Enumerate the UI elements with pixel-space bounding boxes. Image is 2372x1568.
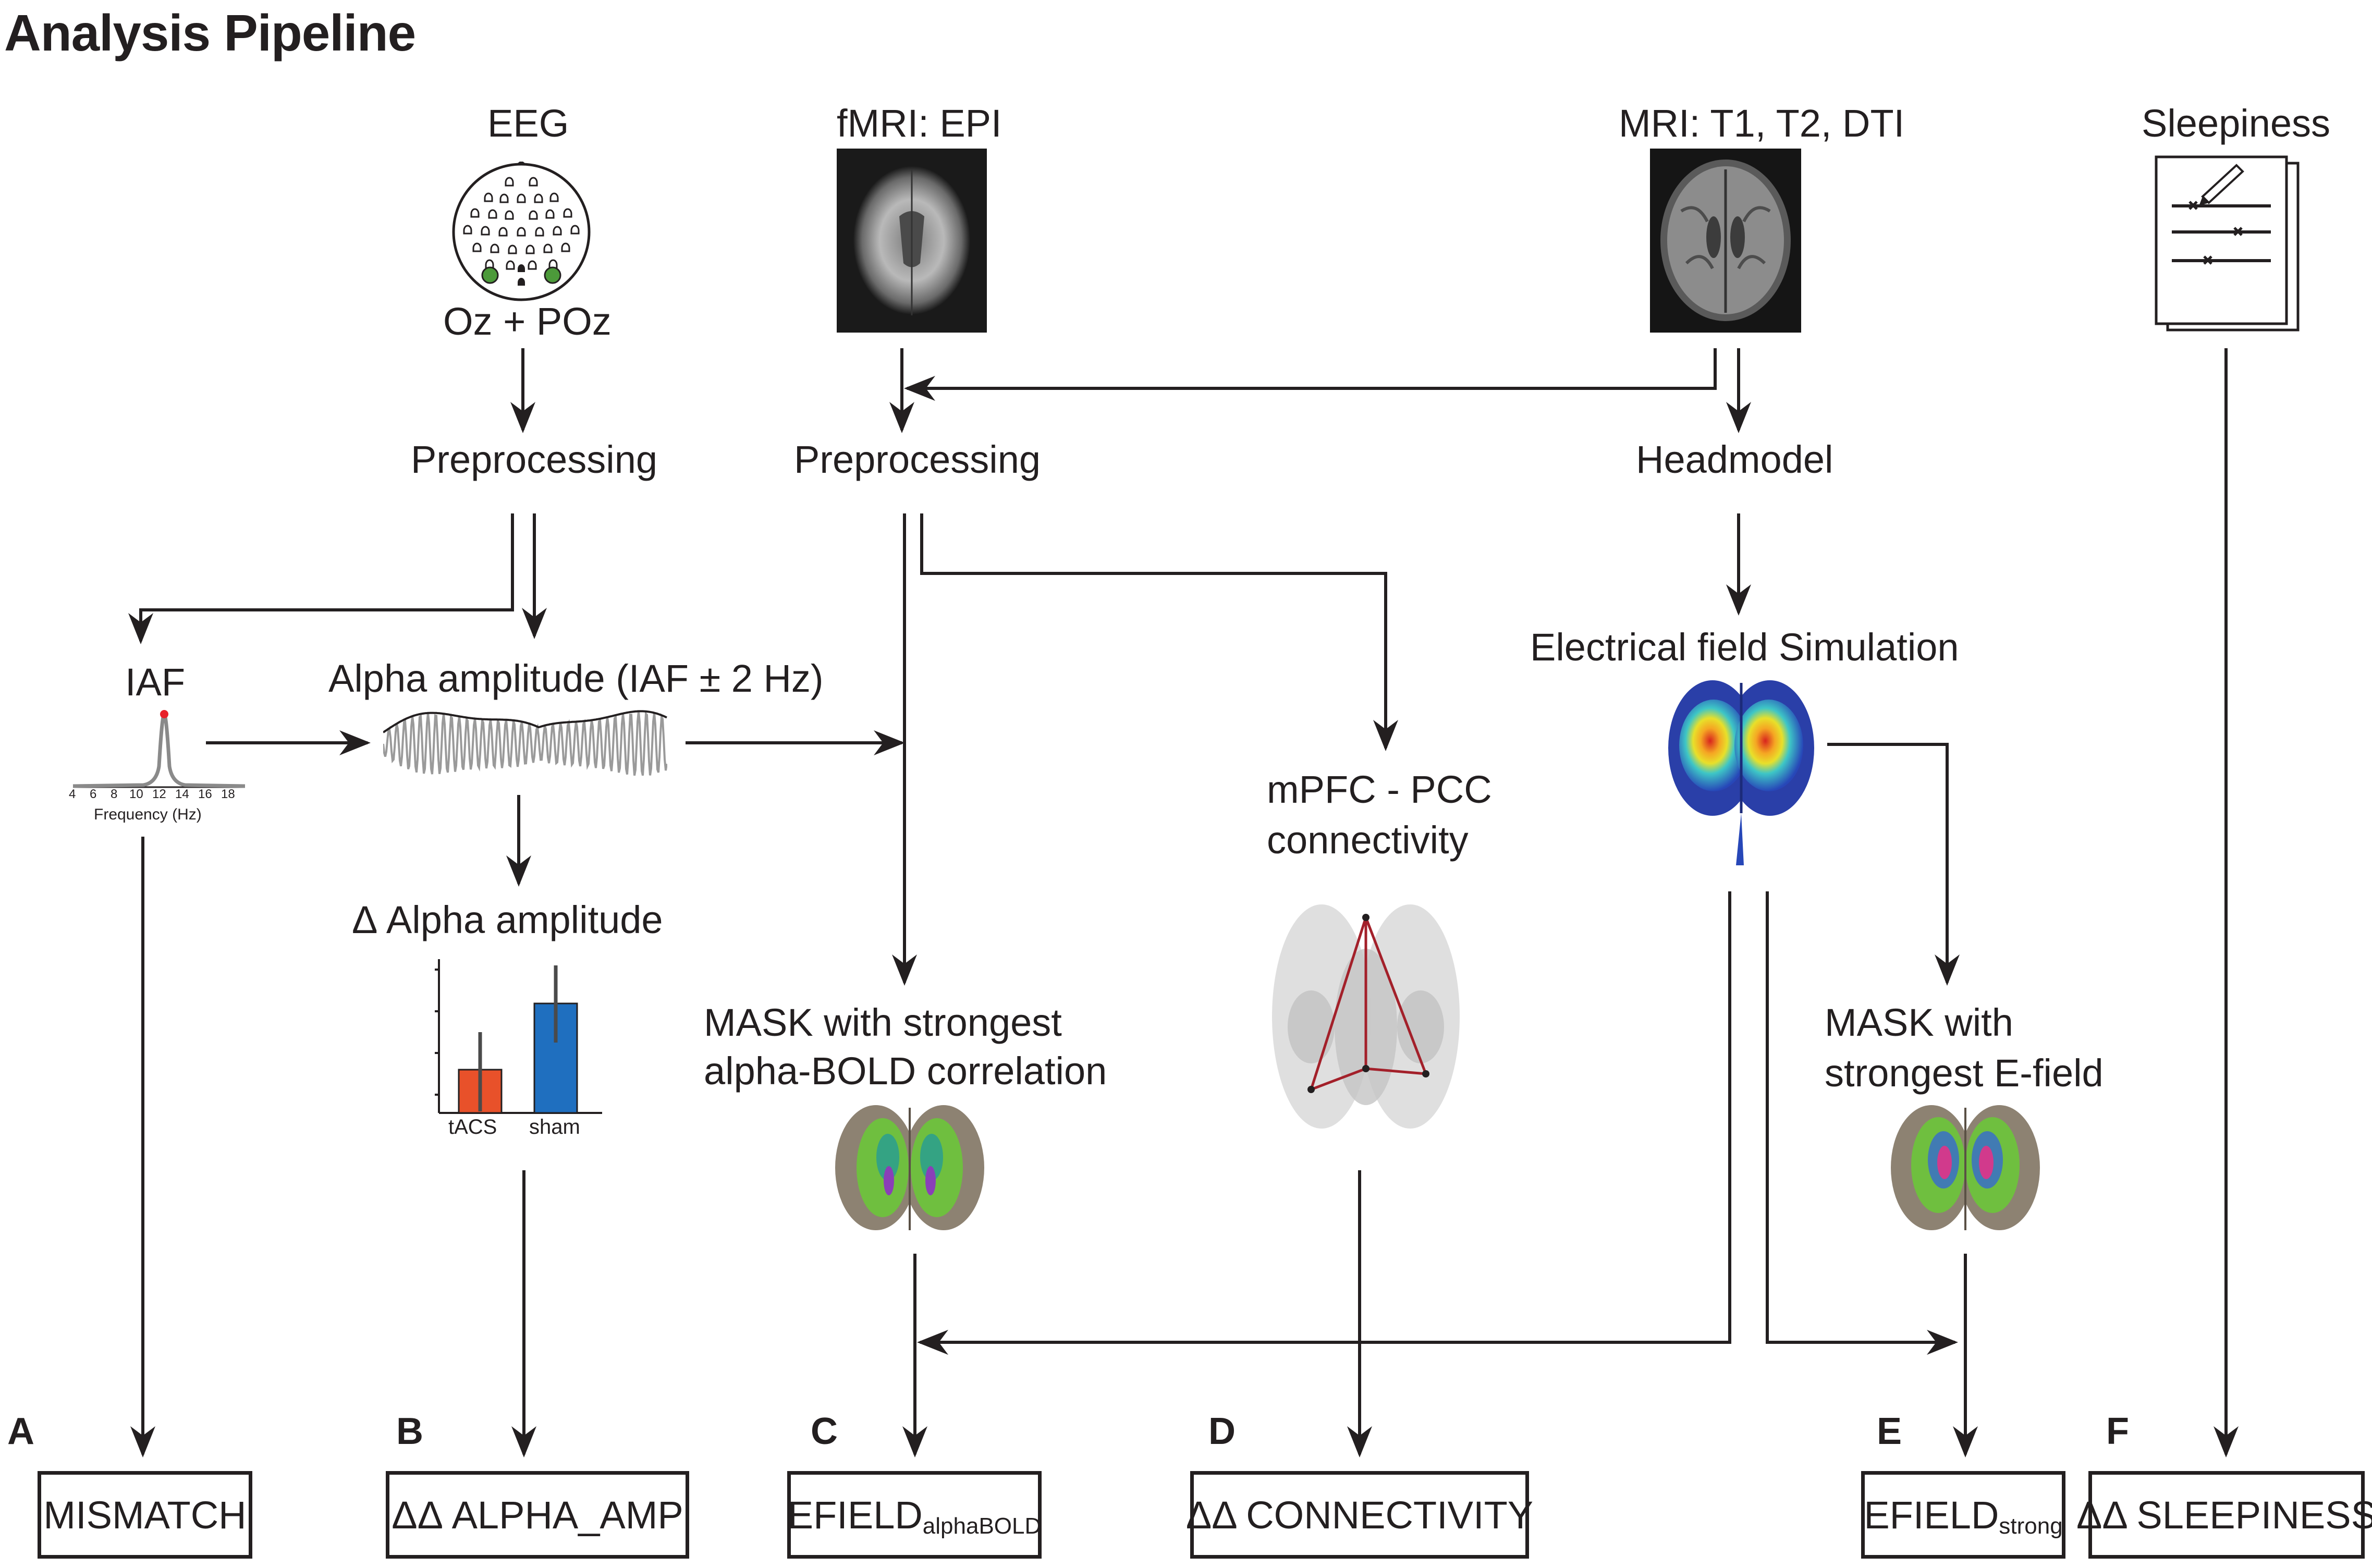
arrow-preproc-to-connectivity bbox=[920, 513, 1398, 751]
outcome-box-sleepiness: ΔΔ SLEEPINESS bbox=[2076, 1471, 2372, 1559]
arrow-efield-to-e-row bbox=[1766, 891, 1958, 1355]
outcome-label-a: MISMATCH bbox=[43, 1493, 247, 1537]
outcome-label-e: EFIELD bbox=[1864, 1493, 1999, 1537]
outcome-label-c: EFIELD bbox=[787, 1493, 923, 1537]
bar-label-tacs: tACS bbox=[448, 1116, 497, 1138]
fmri-label: fMRI: EPI bbox=[837, 102, 1002, 145]
diagram-title: Analysis Pipeline bbox=[4, 4, 416, 62]
iaf-xtick-12: 12 bbox=[152, 787, 166, 801]
iaf-xtick-18: 18 bbox=[221, 787, 235, 801]
headmodel-label: Headmodel bbox=[1636, 438, 1833, 481]
eeg-label: EEG bbox=[487, 102, 569, 145]
outcome-letter-a: A bbox=[7, 1411, 34, 1452]
eeg-channels-label: Oz + POz bbox=[443, 300, 612, 343]
fmri-epi-image bbox=[837, 149, 987, 333]
mask-bold-brain bbox=[835, 1105, 984, 1230]
bar-label-sham: sham bbox=[529, 1116, 580, 1138]
outcome-label-b: ΔΔ ALPHA_AMP bbox=[392, 1493, 683, 1537]
outcome-letter-b: B bbox=[396, 1411, 423, 1452]
outcome-label-d: ΔΔ CONNECTIVITY bbox=[1185, 1493, 1534, 1537]
iaf-xtick-14: 14 bbox=[175, 787, 189, 801]
mri-t1-image bbox=[1650, 149, 1801, 333]
iaf-xlabel: Frequency (Hz) bbox=[94, 806, 202, 823]
glass-brain-connectivity bbox=[1272, 904, 1460, 1129]
mask-efield-label-line1: MASK with bbox=[1825, 1001, 2013, 1044]
efield-simulation-brain bbox=[1668, 680, 1814, 865]
mri-label: MRI: T1, T2, DTI bbox=[1619, 102, 1905, 145]
arrow-efield-to-mask bbox=[1827, 743, 1960, 986]
outcome-sub-e: strong bbox=[1999, 1513, 2063, 1539]
iaf-spectrum-plot bbox=[72, 710, 246, 788]
outcome-box-mismatch: MISMATCH bbox=[38, 1471, 252, 1559]
iaf-xtick-10: 10 bbox=[129, 787, 143, 801]
mask-efield-label-line2: strongest E-field bbox=[1825, 1051, 2104, 1095]
outcome-letter-d: D bbox=[1208, 1411, 1236, 1452]
questionnaire-icon bbox=[2155, 155, 2300, 332]
sleepiness-label: Sleepiness bbox=[2142, 102, 2331, 145]
eeg-preprocessing-label: Preprocessing bbox=[411, 438, 658, 481]
connectivity-label-line1: mPFC - PCC bbox=[1267, 768, 1492, 811]
arrow-efield-to-c-row bbox=[917, 891, 1731, 1355]
iaf-xtick-4: 4 bbox=[69, 787, 76, 801]
efield-simulation-label: Electrical field Simulation bbox=[1530, 626, 1959, 669]
mask-bold-label-line1: MASK with strongest bbox=[704, 1001, 1062, 1044]
iaf-xtick-16: 16 bbox=[198, 787, 212, 801]
arrow-preproc-to-iaf bbox=[128, 513, 514, 644]
iaf-xtick-8: 8 bbox=[111, 787, 118, 801]
outcome-box-connectivity: ΔΔ CONNECTIVITY bbox=[1186, 1471, 1533, 1559]
alpha-oscillation-trace bbox=[383, 710, 667, 776]
mask-efield-brain bbox=[1891, 1105, 2040, 1230]
outcome-letter-e: E bbox=[1877, 1411, 1902, 1452]
outcome-box-alpha-amp: ΔΔ ALPHA_AMP bbox=[386, 1471, 689, 1559]
delta-alpha-bar-chart bbox=[435, 959, 602, 1114]
outcome-letter-c: C bbox=[811, 1411, 838, 1452]
delta-alpha-label: Δ Alpha amplitude bbox=[352, 898, 663, 941]
fmri-preprocessing-label: Preprocessing bbox=[794, 438, 1041, 481]
arrow-mri-to-fmri-preproc bbox=[904, 348, 1717, 401]
mask-bold-label-line2: alpha-BOLD correlation bbox=[704, 1049, 1107, 1093]
eeg-cap-icon bbox=[452, 162, 591, 301]
outcome-label-f: ΔΔ SLEEPINESS bbox=[2076, 1493, 2372, 1537]
outcome-sub-c: alphaBOLD bbox=[922, 1513, 1042, 1539]
iaf-label: IAF bbox=[125, 660, 186, 704]
outcome-letter-f: F bbox=[2106, 1411, 2129, 1452]
connectivity-label-line2: connectivity bbox=[1267, 818, 1469, 862]
alpha-amplitude-label: Alpha amplitude (IAF ± 2 Hz) bbox=[328, 657, 824, 700]
iaf-xtick-6: 6 bbox=[90, 787, 97, 801]
